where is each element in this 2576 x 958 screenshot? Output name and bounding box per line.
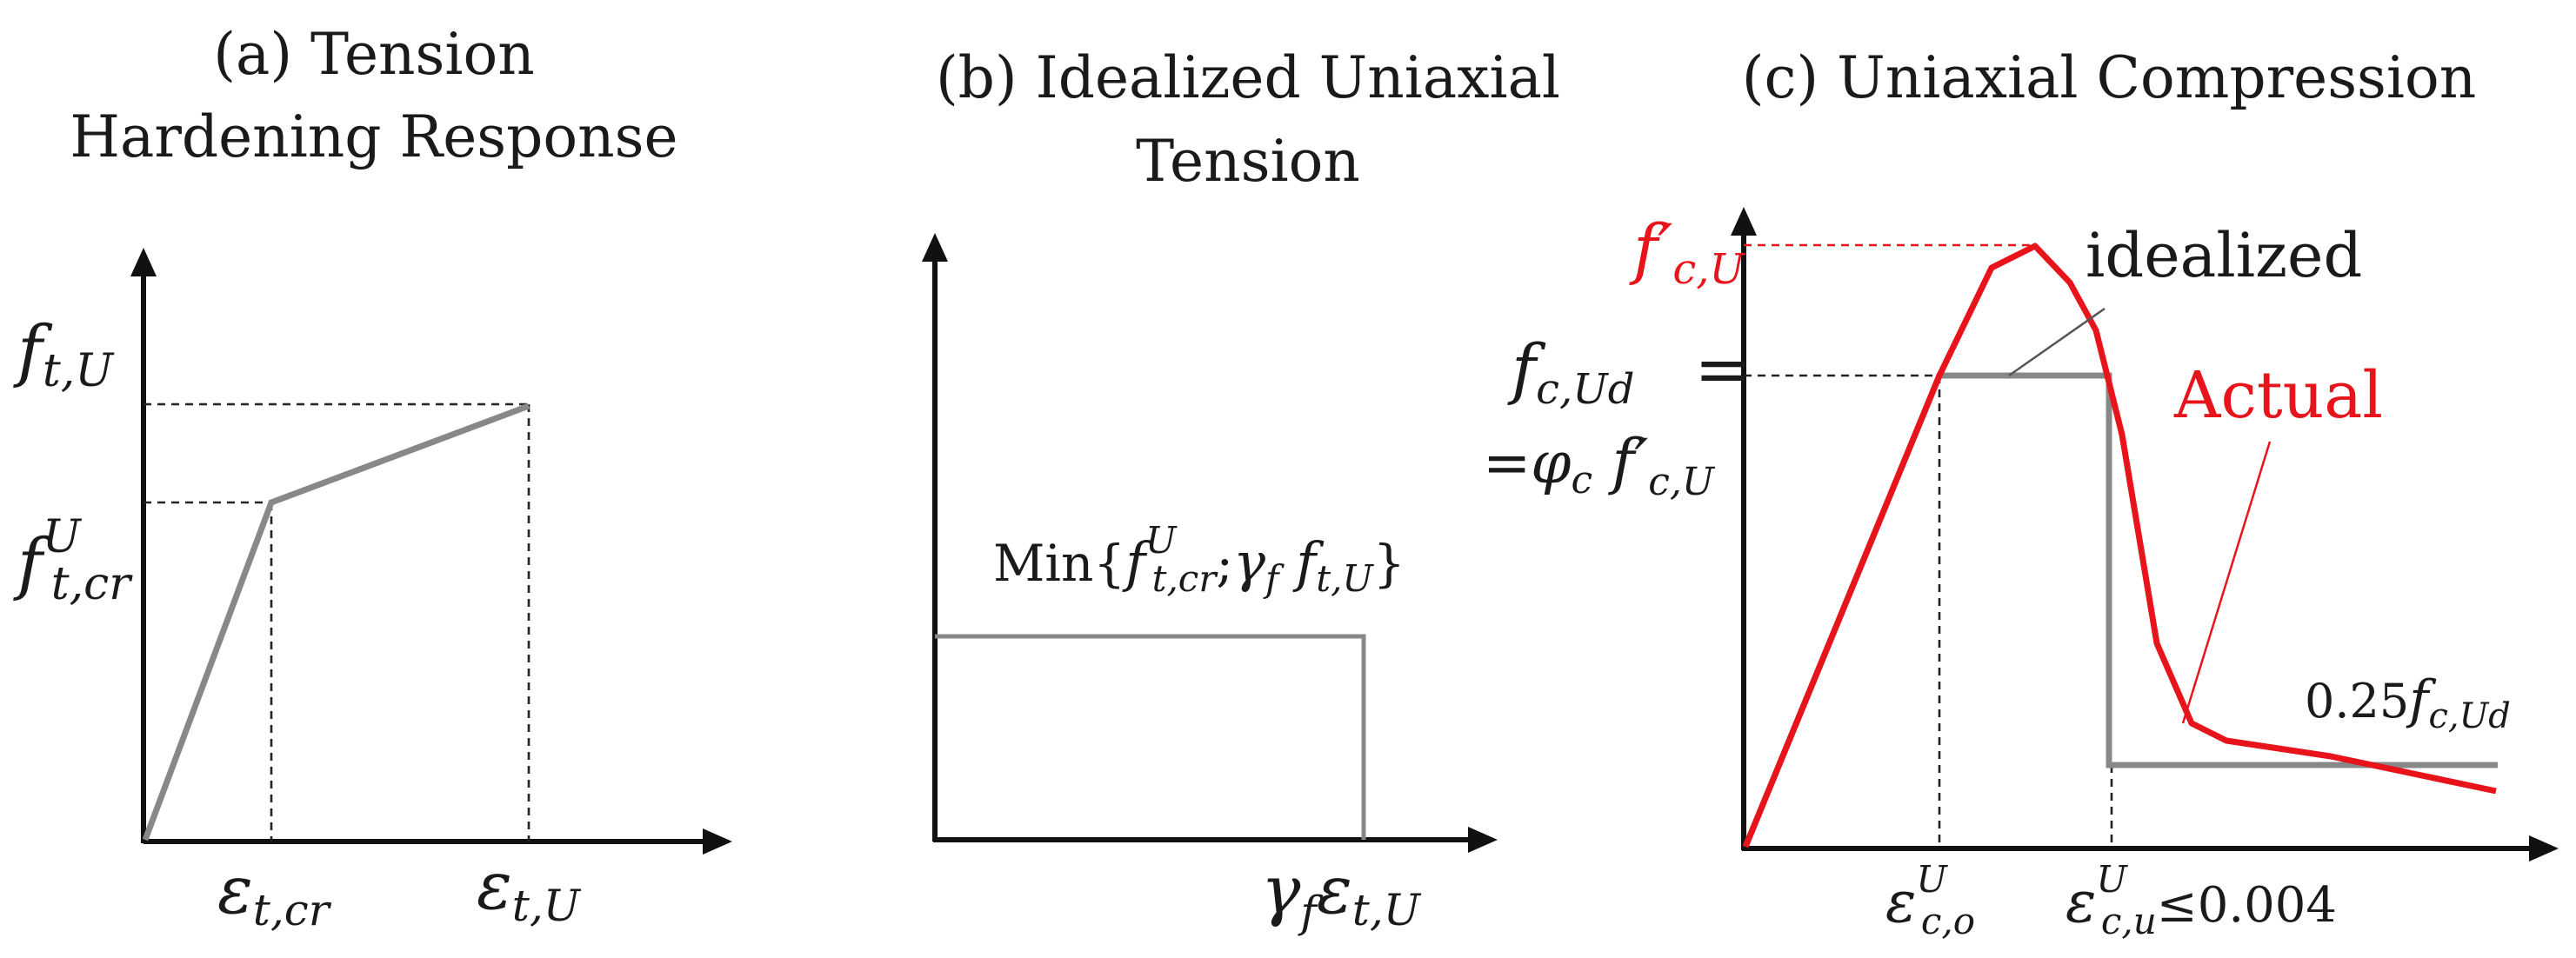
idealized-leader-line: [2008, 307, 2106, 377]
panel-b-tension-curve: [935, 634, 1366, 840]
label-actual: Actual: [2173, 358, 2383, 433]
label-eps-tU: εt,U: [477, 847, 582, 931]
panel-a-x-arrowhead: [703, 828, 732, 855]
panel-a-title-line1: (a) Tension: [213, 21, 535, 88]
panel-c-title: (c) Uniaxial Compression: [1742, 44, 2477, 111]
label-equals: =: [1694, 329, 1752, 409]
label-phi-fpc: =φc f′c,U: [1483, 426, 1716, 504]
panel-a-title-line2: Hardening Response: [70, 103, 677, 170]
panel-c-y-arrowhead: [1731, 207, 1757, 236]
panel-b-title-line1: (b) Idealized Uniaxial: [936, 44, 1560, 111]
panel-a-y-arrowhead: [130, 248, 157, 276]
panel-b-x-arrowhead: [1468, 827, 1498, 853]
label-residual: 0.25fc,Ud: [2305, 669, 2511, 736]
label-gamma-eps-tU: γfεt,U: [1261, 851, 1422, 937]
label-eps-tcr: εt,cr: [217, 851, 332, 935]
panel-c: (c) Uniaxial Compression f′c,U fc,Ud = =…: [1483, 44, 2559, 942]
actual-leader-line: [2181, 441, 2272, 724]
panel-b-y-arrowhead: [922, 233, 948, 262]
panel-c-actual-curve: [1742, 243, 2497, 848]
label-f-tU: ft,U: [13, 312, 115, 397]
panel-c-x-arrowhead: [2529, 835, 2559, 862]
label-idealized: idealized: [2085, 220, 2362, 291]
label-fpc-U: f′c,U: [1629, 210, 1746, 294]
label-fcUd: fc,Ud: [1507, 329, 1634, 414]
panel-a-response-curve: [142, 402, 531, 842]
panel-b-title-line2: Tension: [1136, 128, 1360, 195]
